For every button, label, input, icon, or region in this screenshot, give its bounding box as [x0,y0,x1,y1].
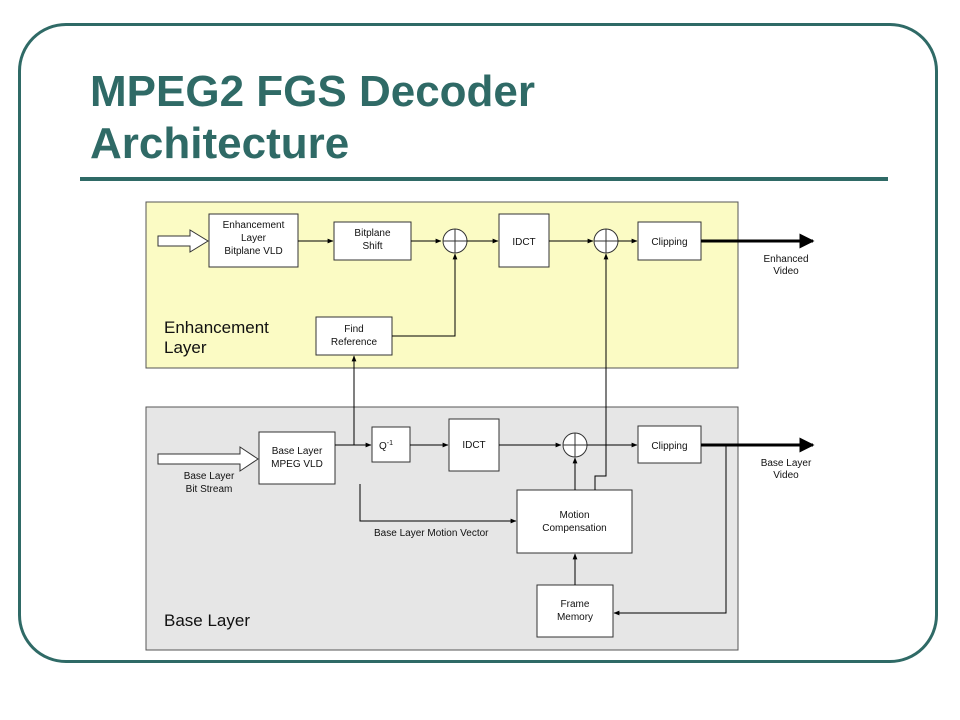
frame-memory-block [536,584,614,638]
base-vld-block [258,431,336,485]
slide-title: MPEG2 FGS Decoder Architecture [90,67,536,168]
enhancement-adder-2 [593,228,619,254]
arrow-mc-to-enh-sum [594,253,609,490]
enhancement-input-arrow [157,229,209,253]
bitplane-shift-block [333,221,412,261]
arrow-clip-to-memory [613,445,727,616]
enhancement-vld-block [208,213,299,268]
title-underline [80,177,888,181]
base-input-arrow [157,446,259,472]
base-idct-block [448,418,500,472]
enhancement-adder-1 [442,228,468,254]
base-idct-label: IDCT [462,440,485,451]
base-layer-label: Base Layer [164,611,250,630]
base-clipping-block [637,425,702,464]
base-clipping-label: Clipping [651,441,687,452]
inverse-quantizer-label: Q-1 [379,440,393,452]
arrow-findref-to-sum1 [392,253,458,337]
find-reference-block [315,316,393,356]
enhancement-idct-label: IDCT [512,237,535,248]
base-adder [562,432,588,458]
enhancement-clipping-label: Clipping [651,237,687,248]
arrow-vld-to-motion-comp [359,484,517,524]
motion-vector-label: Base Layer Motion Vector [374,528,489,539]
enhancement-clipping-block [637,221,702,261]
slide-frame [18,23,938,663]
motion-compensation-block [516,489,633,554]
